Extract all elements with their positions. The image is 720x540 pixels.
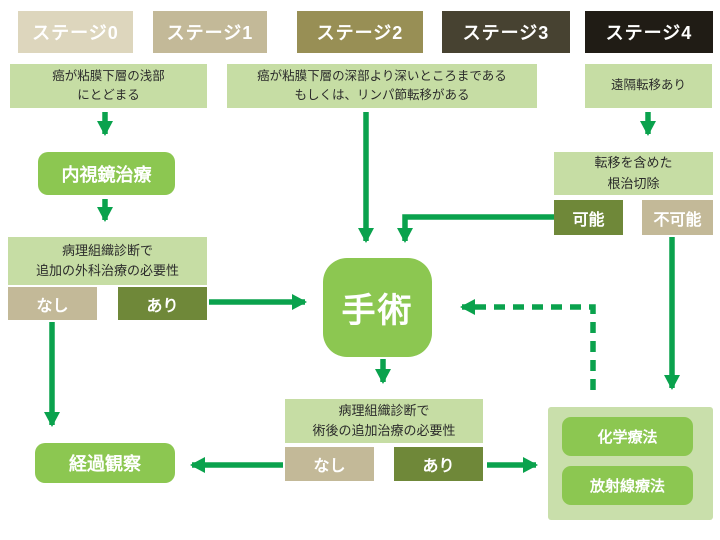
pathology-additional-surgery-node: 病理組織診断で 追加の外科治療の必要性 <box>8 237 207 285</box>
endoscopic-treatment-node: 内視鏡治療 <box>38 152 175 195</box>
stage-4-header: ステージ4 <box>585 11 713 53</box>
pathology-postop-node: 病理組織診断で 術後の追加治療の必要性 <box>285 399 483 443</box>
yes-postop-treatment-label: あり <box>394 447 483 481</box>
arrow-therapy-to-surgery-dashed <box>460 299 596 390</box>
yes-additional-surgery-label: あり <box>118 287 207 320</box>
stage-3-header: ステージ3 <box>442 11 570 53</box>
chemotherapy-node: 化学療法 <box>562 417 693 456</box>
surgery-node: 手術 <box>323 258 432 357</box>
radiotherapy-node: 放射線療法 <box>562 466 693 505</box>
followup-node: 経過観察 <box>35 443 175 483</box>
stage-1-header: ステージ1 <box>153 11 267 53</box>
stage123-description: 癌が粘膜下層の深部より深いところまである もしくは、リンパ節転移がある <box>227 64 537 108</box>
stage4-description: 遠隔転移あり <box>585 64 712 108</box>
stage-0-header: ステージ0 <box>18 11 133 53</box>
arrow-possible-to-surgery <box>397 214 554 243</box>
radical-resection-node: 転移を含めた 根治切除 <box>554 152 713 195</box>
no-postop-treatment-label: なし <box>285 447 374 481</box>
resection-possible-label: 可能 <box>554 200 623 235</box>
resection-impossible-label: 不可能 <box>642 200 713 235</box>
no-additional-surgery-label: なし <box>8 287 97 320</box>
stage0-description: 癌が粘膜下層の浅部 にとどまる <box>10 64 207 108</box>
stage-2-header: ステージ2 <box>297 11 423 53</box>
